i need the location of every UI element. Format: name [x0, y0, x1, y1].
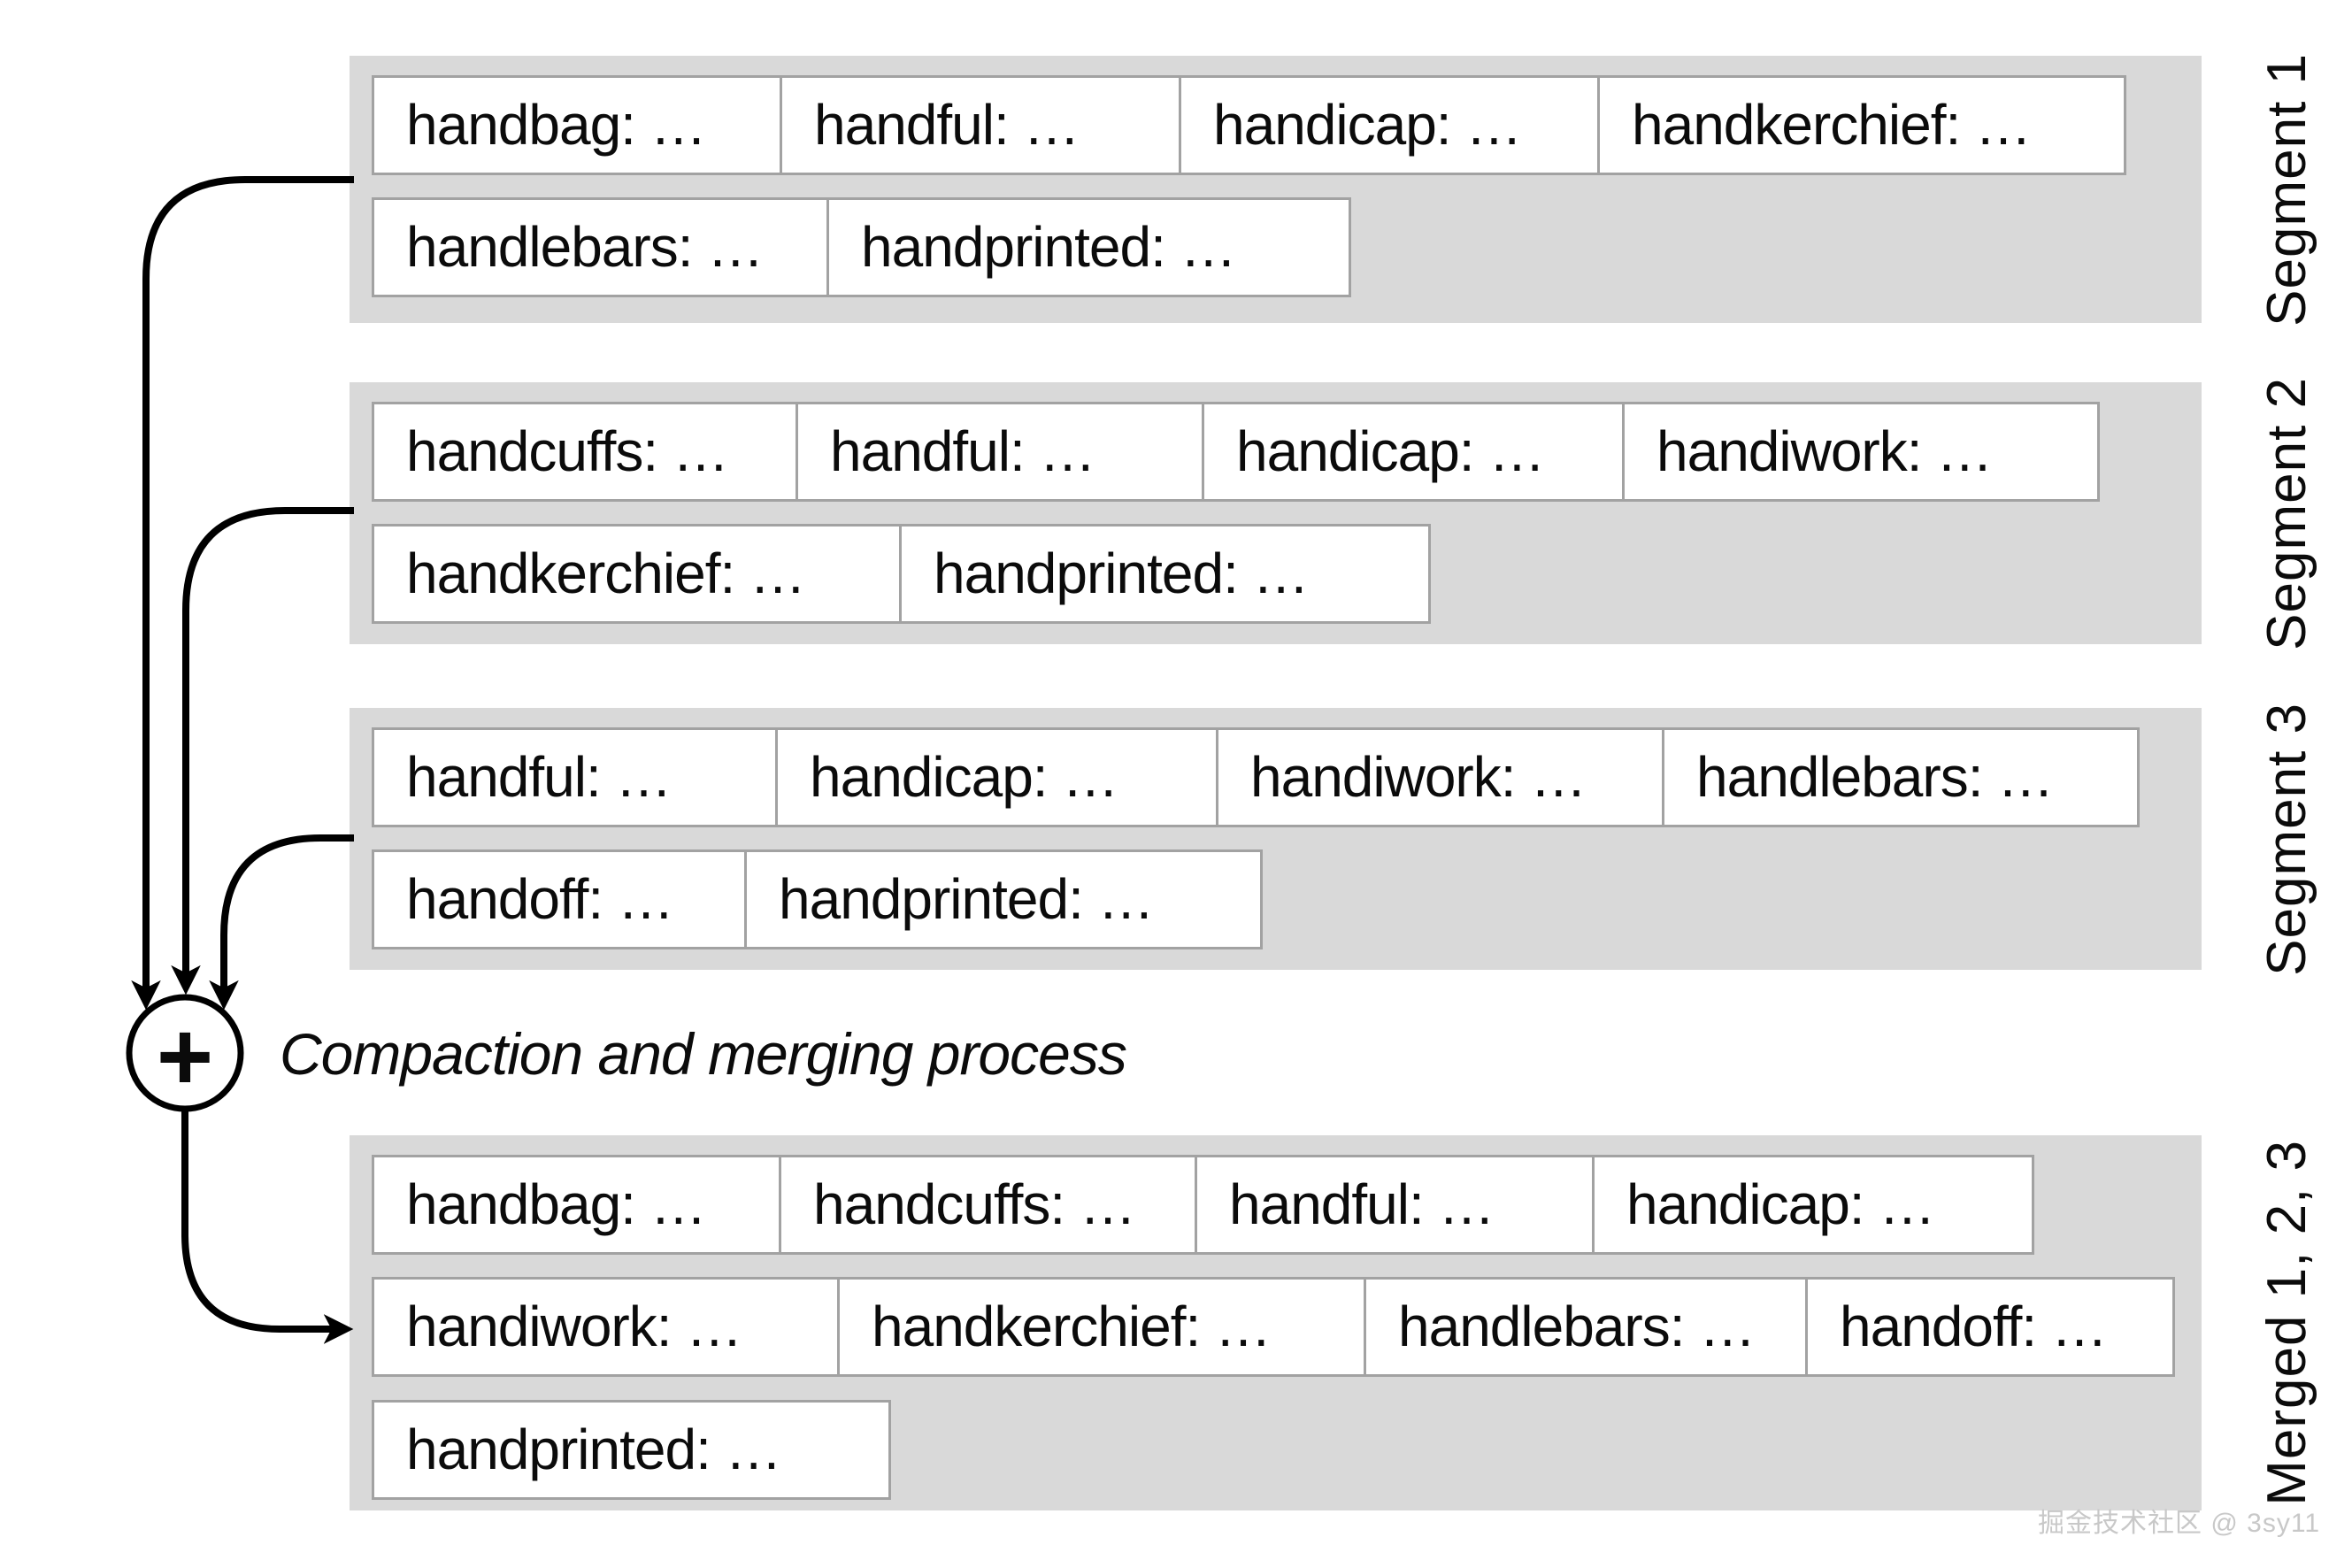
- segment-1-panel: handbag: …handful: …handicap: …handkerch…: [350, 56, 2202, 323]
- merged-rows: handbag: …handcuffs: …handful: …handicap…: [350, 1135, 2202, 1510]
- arrow-to-merged: [181, 1109, 354, 1344]
- term-row: handlebars: …handprinted: …: [372, 197, 1351, 297]
- term-box: handbag: …: [372, 75, 782, 175]
- term-row: handful: …handicap: …handiwork: …handleb…: [372, 727, 2140, 827]
- term-row: handkerchief: …handprinted: …: [372, 524, 1431, 624]
- term-box: handful: …: [796, 402, 1204, 502]
- merged-panel: handbag: …handcuffs: …handful: …handicap…: [350, 1135, 2202, 1510]
- segment-1-rows: handbag: …handful: …handicap: …handkerch…: [350, 56, 2202, 323]
- term-box: handcuffs: …: [779, 1155, 1197, 1255]
- term-box: handprinted: …: [899, 524, 1431, 624]
- segment-2-label: Segment 2: [2256, 376, 2317, 650]
- merge-caption: Compaction and merging process: [280, 1021, 1127, 1087]
- term-row: handbag: …handful: …handicap: …handkerch…: [372, 75, 2126, 175]
- term-box: handiwork: …: [372, 1277, 840, 1377]
- plus-icon: +: [157, 1003, 213, 1111]
- term-box: handkerchief: …: [1597, 75, 2126, 175]
- segment-3-rows: handful: …handicap: …handiwork: …handleb…: [350, 708, 2202, 970]
- arrow-from-segment-3: [209, 834, 354, 1011]
- term-row: handbag: …handcuffs: …handful: …handicap…: [372, 1155, 2034, 1255]
- segment-2-panel: handcuffs: …handful: …handicap: …handiwo…: [350, 382, 2202, 644]
- arrow-from-segment-1: [131, 176, 354, 1011]
- term-box: handiwork: …: [1622, 402, 2100, 502]
- term-box: handicap: …: [1202, 402, 1625, 502]
- merge-node-circle: [126, 994, 244, 1112]
- segment-3-label: Segment 3: [2256, 702, 2317, 976]
- segment-1-label: Segment 1: [2256, 52, 2317, 327]
- term-box: handiwork: …: [1216, 727, 1664, 827]
- term-box: handprinted: …: [744, 849, 1263, 949]
- term-box: handful: …: [1195, 1155, 1595, 1255]
- term-box: handkerchief: …: [372, 524, 902, 624]
- term-box: handprinted: …: [826, 197, 1351, 297]
- term-box: handlebars: …: [1662, 727, 2140, 827]
- segment-3-panel: handful: …handicap: …handiwork: …handleb…: [350, 708, 2202, 970]
- segment-3-side-label: Segment 3: [2242, 703, 2331, 976]
- term-box: handkerchief: …: [837, 1277, 1366, 1377]
- segment-2-rows: handcuffs: …handful: …handicap: …handiwo…: [350, 382, 2202, 644]
- term-row: handoff: …handprinted: …: [372, 849, 1263, 949]
- term-box: handicap: …: [1592, 1155, 2034, 1255]
- term-row: handiwork: …handkerchief: …handlebars: ……: [372, 1277, 2175, 1377]
- segment-1-side-label: Segment 1: [2242, 53, 2331, 327]
- term-box: handlebars: …: [1364, 1277, 1808, 1377]
- merged-label: Merged 1, 2, 3: [2256, 1140, 2317, 1506]
- segment-2-side-label: Segment 2: [2242, 377, 2331, 650]
- term-box: handprinted: …: [372, 1400, 891, 1500]
- arrow-from-segment-2: [171, 507, 354, 995]
- term-box: handicap: …: [1179, 75, 1600, 175]
- term-row: handprinted: …: [372, 1400, 891, 1500]
- term-box: handoff: …: [1805, 1277, 2175, 1377]
- term-box: handoff: …: [372, 849, 747, 949]
- term-box: handlebars: …: [372, 197, 829, 297]
- term-box: handbag: …: [372, 1155, 781, 1255]
- term-box: handicap: …: [775, 727, 1218, 827]
- term-box: handful: …: [780, 75, 1181, 175]
- term-box: handful: …: [372, 727, 778, 827]
- term-row: handcuffs: …handful: …handicap: …handiwo…: [372, 402, 2100, 502]
- watermark-text: 掘金技术社区 @ 3sy11: [2038, 1509, 2320, 1538]
- merged-side-label: Merged 1, 2, 3: [2242, 1135, 2331, 1510]
- term-box: handcuffs: …: [372, 402, 798, 502]
